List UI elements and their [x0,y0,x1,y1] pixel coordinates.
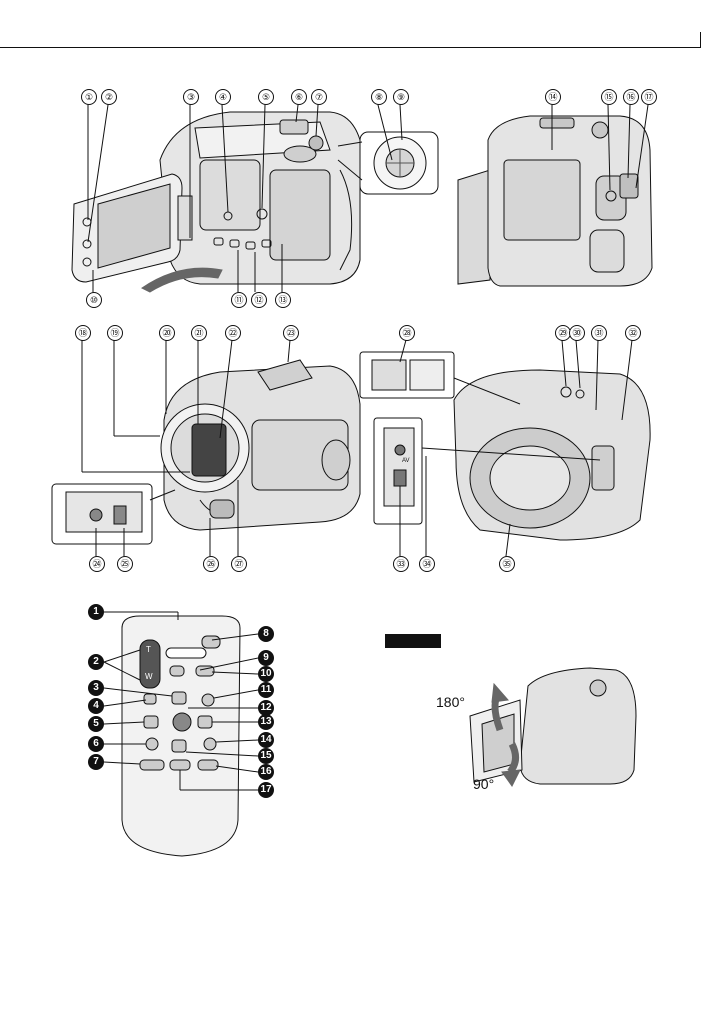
callout-4: ④ [215,89,231,105]
remote-callout-8: 8 [258,626,274,642]
callout-15: ⑮ [601,89,617,105]
note-label-box [385,634,441,648]
remote-callout-9: 9 [258,650,274,666]
callout-20: ⑳ [159,325,175,341]
remote-drawing [122,616,240,856]
remote-zoom-t-label: T [146,645,151,654]
remote-callout-17: 17 [258,782,274,798]
callout-7: ⑦ [311,89,327,105]
callout-16: ⑯ [623,89,639,105]
callout-19: ⑲ [107,325,123,341]
callout-30: ㉚ [569,325,585,341]
remote-callout-2: 2 [88,654,104,670]
remote-callout-4: 4 [88,698,104,714]
callout-9: ⑨ [393,89,409,105]
av-port-label: AV [402,458,410,464]
remote-callout-16: 16 [258,764,274,780]
remote-callout-14: 14 [258,732,274,748]
callout-13: ⑬ [275,292,291,308]
callout-31: ㉛ [591,325,607,341]
remote-callout-10: 10 [258,666,274,682]
lcd-rotation-drawing [470,668,636,786]
remote-callout-15: 15 [258,748,274,764]
callout-2: ② [101,89,117,105]
remote-callout-3: 3 [88,680,104,696]
callout-24: ㉔ [89,556,105,572]
callout-27: ㉗ [231,556,247,572]
callout-11: ⑪ [231,292,247,308]
callout-26: ㉖ [203,556,219,572]
callout-14: ⑭ [545,89,561,105]
callout-23: ㉓ [283,325,299,341]
callout-18: ⑱ [75,325,91,341]
callout-25: ㉕ [117,556,133,572]
remote-callout-13: 13 [258,714,274,730]
remote-callout-1: 1 [88,604,104,620]
callout-28: ㉘ [399,325,415,341]
remote-callout-6: 6 [88,736,104,752]
callout-35: ㉟ [499,556,515,572]
callout-5: ⑤ [258,89,274,105]
camcorder-front-drawing [161,360,360,530]
remote-callout-7: 7 [88,754,104,770]
callout-12: ⑫ [251,292,267,308]
callout-10: ⑩ [86,292,102,308]
callout-33: ㉝ [393,556,409,572]
remote-callout-11: 11 [258,682,274,698]
callout-21: ㉑ [191,325,207,341]
callout-17: ⑰ [641,89,657,105]
rotate-180-label: 180° [436,694,465,710]
callout-32: ㉜ [625,325,641,341]
callout-22: ㉒ [225,325,241,341]
camcorder-side-drawing [458,116,652,286]
remote-zoom-w-label: W [145,672,153,681]
remote-callout-5: 5 [88,716,104,732]
callout-3: ③ [183,89,199,105]
callout-34: ㉞ [419,556,435,572]
port-inset [52,484,175,544]
rotate-90-label: 90° [473,776,494,792]
callout-1: ① [81,89,97,105]
callout-8: ⑧ [371,89,387,105]
camcorder-open-lcd-drawing [72,112,360,292]
callout-6: ⑥ [291,89,307,105]
